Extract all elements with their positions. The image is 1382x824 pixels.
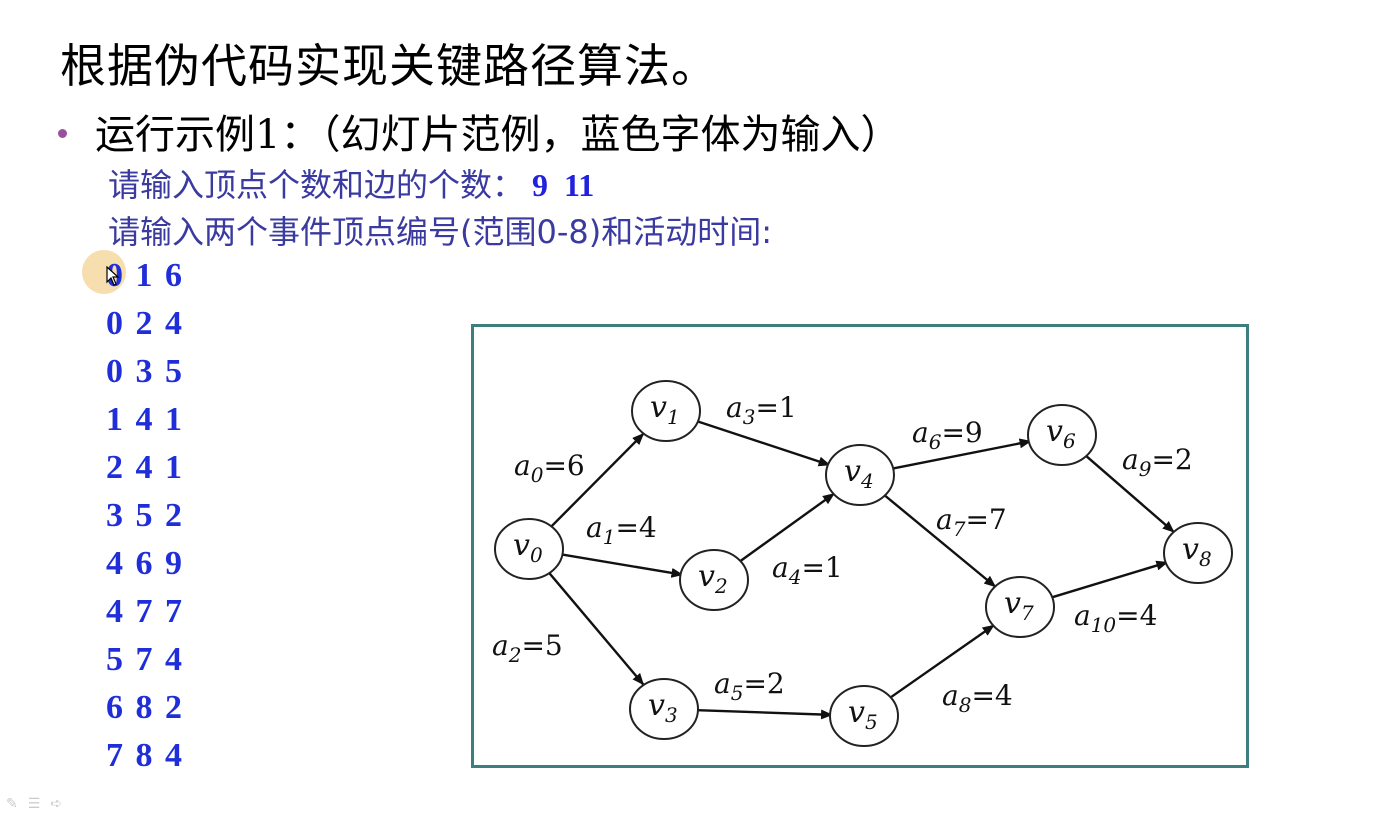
edge-label-a3: a3=1: [726, 391, 797, 429]
prompt-vertex-count: 请输入顶点个数和边的个数：9 11: [108, 160, 594, 206]
node-label-v2: v2: [698, 559, 728, 598]
slide-title: 根据伪代码实现关键路径算法。: [60, 39, 718, 93]
edge-arrow-v0-v2: [558, 552, 684, 578]
edge-arrow-v7-v8: [1048, 560, 1169, 600]
edge-input-line: 3 5 2: [106, 497, 184, 534]
node-circle-v1: [631, 380, 701, 442]
edge-label-a2: a2=5: [492, 629, 563, 667]
node-label-v1: v1: [650, 390, 680, 429]
edge-input-line: 5 7 4: [106, 641, 184, 678]
bullet-dot-icon: [58, 128, 67, 138]
node-circle-v5: [829, 685, 899, 747]
edge-label-a0: a0=6: [514, 449, 585, 487]
node-v0: v0: [494, 518, 564, 580]
bullet-text: 运行示例1：（幻灯片范例，蓝色字体为输入）: [95, 112, 901, 158]
edge-arrow-v3-v5: [693, 708, 834, 720]
edge-arrow-v0-v3: [547, 571, 645, 686]
bullet-item: 运行示例1：（幻灯片范例，蓝色字体为输入）: [58, 102, 900, 160]
edge-label-a10: a10=4: [1074, 599, 1157, 637]
edge-arrow-v1-v4: [694, 419, 831, 467]
edge-label-a8: a8=4: [942, 679, 1013, 717]
edge-label-a9: a9=2: [1122, 443, 1193, 481]
edge-label-a5: a5=2: [714, 667, 785, 705]
node-v7: v7: [985, 576, 1055, 638]
node-circle-v6: [1027, 404, 1097, 466]
edge-input-line: 0 3 5: [106, 353, 184, 390]
edge-arrow-v0-v1: [549, 432, 645, 529]
node-circle-v4: [825, 444, 895, 506]
aoe-network-diagram: v0 v1 v2 v3 v4 v5 v6 v7 v8 a0=6a1=4 a2=5 a3=1 a4=1 a…: [492, 380, 1233, 747]
edge-arrow-v4-v6: [889, 438, 1032, 471]
node-label-v4: v4: [844, 454, 874, 493]
node-v5: v5: [829, 685, 899, 747]
edge-label-a6: a6=9: [912, 416, 983, 454]
edge-input-line: 0 1 6: [106, 257, 184, 294]
next-icon[interactable]: ➪: [50, 796, 63, 812]
node-circle-v3: [629, 678, 699, 740]
edge-arrow-v6-v8: [1083, 453, 1175, 533]
edge-arrow-v4-v7: [882, 493, 997, 588]
cursor-highlight: [82, 250, 126, 294]
mouse-cursor-icon: [106, 266, 120, 286]
node-circle-v8: [1163, 522, 1233, 584]
edge-arrow-v2-v4: [737, 492, 835, 564]
edge-input-line: 1 4 1: [106, 401, 184, 438]
edge-input-line: 0 2 4: [106, 305, 184, 342]
node-v1: v1: [631, 380, 701, 442]
prompt-vertex-count-label: 请输入顶点个数和边的个数：: [108, 166, 525, 204]
edge-input-line: 7 8 4: [106, 737, 184, 774]
menu-icon[interactable]: ☰: [27, 796, 41, 812]
node-circle-v0: [494, 518, 564, 580]
edge-arrow-v5-v7: [887, 624, 995, 700]
edge-label-a4: a4=1: [772, 551, 843, 589]
node-v8: v8: [1163, 522, 1233, 584]
node-circle-v7: [985, 576, 1055, 638]
node-label-v8: v8: [1182, 532, 1212, 571]
node-label-v7: v7: [1004, 586, 1034, 625]
node-label-v5: v5: [848, 695, 878, 734]
node-v6: v6: [1027, 404, 1097, 466]
slideshow-toolbar: ✎ ☰ ➪: [6, 796, 62, 812]
node-label-v0: v0: [513, 528, 543, 567]
node-label-v6: v6: [1046, 414, 1076, 453]
edge-label-a1: a1=4: [586, 511, 657, 549]
node-v3: v3: [629, 678, 699, 740]
edge-input-line: 2 4 1: [106, 449, 184, 486]
prompt-edge-input: 请输入两个事件顶点编号(范围0-8)和活动时间:: [108, 213, 773, 251]
node-v2: v2: [679, 549, 749, 611]
edge-input-line: 4 6 9: [106, 545, 184, 582]
prompt-vertex-count-value: 9 11: [532, 167, 595, 203]
node-circle-v2: [679, 549, 749, 611]
node-label-v3: v3: [648, 688, 678, 727]
edge-input-line: 6 8 2: [106, 689, 184, 726]
node-v4: v4: [825, 444, 895, 506]
edge-input-line: 4 7 7: [106, 593, 184, 630]
pen-icon[interactable]: ✎: [6, 796, 18, 812]
edge-label-a7: a7=7: [936, 503, 1007, 541]
edge-input-list: 0 1 6 0 2 4 0 3 5 1 4 1 2 4 1 3 5 2 4 6 9 4 7 7…: [106, 252, 184, 780]
